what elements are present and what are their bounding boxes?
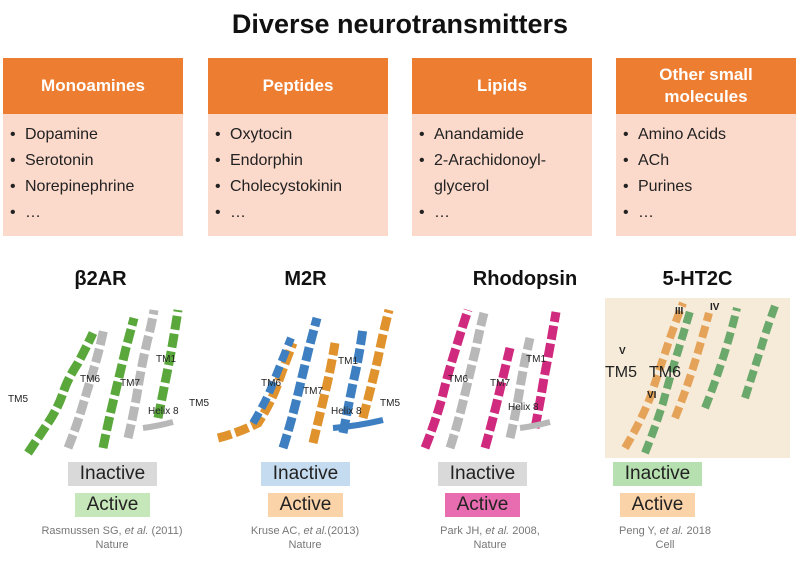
receptor-structure-image: TM5 TM6 TM7 TM1 Helix 8 [189, 298, 398, 458]
tm1-label: TM1 [526, 354, 546, 365]
legend-m2r: Inactive Active [213, 462, 398, 524]
legend-rhodopsin: Inactive Active [390, 462, 575, 524]
helix8-label: Helix 8 [148, 406, 179, 417]
structure-panel-b2ar: β2AR TM5 TM6 TM7 TM1 Helix 8 [8, 268, 193, 458]
citation-year: (2011) [148, 525, 183, 537]
helix-ribbon-illustration [420, 308, 561, 450]
active-tag: Active [74, 493, 151, 517]
list-item: … [419, 200, 592, 226]
list-item: ACh [623, 148, 796, 174]
helix-ribbon-illustration [216, 308, 394, 450]
tm5-label: TM5 [8, 394, 28, 405]
tm6-label: TM6 [649, 364, 681, 381]
receptor-structure-image: TM5 TM6 TM7 TM1 Helix 8 [8, 298, 193, 458]
category-list: Dopamine Serotonin Norepinephrine … [3, 114, 183, 226]
list-item: Anandamide [419, 122, 592, 148]
tm7-label: TM7 [303, 386, 323, 397]
helix-ribbon-illustration [621, 301, 779, 455]
tm1-label: TM1 [156, 354, 176, 365]
list-item: Oxytocin [215, 122, 388, 148]
citation-m2r: Kruse AC, et al.(2013) Nature [205, 524, 405, 552]
structure-title: β2AR [74, 268, 127, 290]
list-item: Norepinephrine [10, 174, 183, 200]
category-card-monoamines: Monoamines Dopamine Serotonin Norepineph… [3, 58, 183, 236]
inactive-tag: Inactive [437, 462, 528, 486]
category-header: Lipids [412, 58, 592, 114]
citation-b2ar: Rasmussen SG, et al. (2011) Nature [12, 524, 212, 552]
citation-journal: Cell [655, 539, 675, 551]
structure-panel-m2r: M2R TM5 TM6 TM7 TM1 Helix 8 [189, 268, 398, 458]
tm7-label: TM7 [120, 378, 140, 389]
v-label: V [619, 346, 626, 357]
list-item: … [215, 200, 388, 226]
list-item: … [623, 200, 796, 226]
helix8-label: Helix 8 [508, 402, 539, 413]
helix8-label: Helix 8 [331, 406, 362, 417]
category-list: Amino Acids ACh Purines … [616, 114, 796, 226]
tm5-label: TM5 [380, 398, 400, 409]
category-header: Peptides [208, 58, 388, 114]
citation-rhodopsin: Park JH, et al. 2008, Nature [390, 524, 590, 552]
citation-authors: Kruse AC, [250, 525, 304, 537]
list-item: Purines [623, 174, 796, 200]
structure-title: M2R [284, 268, 327, 290]
list-item: 2-Arachidonoyl-glycerol [419, 148, 574, 200]
citation-etal: et al. [303, 525, 328, 537]
active-tag: Active [444, 493, 521, 517]
receptor-structure-image: TM5 TM6 TM7 TM1 Helix 8 [380, 298, 595, 458]
tm6-label: TM6 [261, 378, 281, 389]
list-item: Dopamine [10, 122, 183, 148]
citation-year: 2018 [683, 525, 711, 537]
structure-title: Rhodopsin [472, 268, 578, 290]
citation-authors: Rasmussen SG, [41, 525, 125, 537]
vi-label: VI [647, 390, 657, 401]
tm6-label: TM6 [448, 374, 468, 385]
list-item: … [10, 200, 183, 226]
category-header: Monoamines [3, 58, 183, 114]
citation-year: (2013) [327, 525, 360, 537]
category-list: Anandamide 2-Arachidonoyl-glycerol … [412, 114, 592, 226]
tm5-label: TM5 [189, 398, 209, 409]
tm1-label: TM1 [338, 356, 358, 367]
tm5-label: TM5 [605, 364, 637, 381]
citation-etal: et al. [659, 525, 684, 537]
citation-5ht2c: Peng Y, et al. 2018 Cell [565, 524, 765, 552]
citation-journal: Nature [95, 539, 129, 551]
active-tag: Active [619, 493, 696, 517]
list-item: Serotonin [10, 148, 183, 174]
category-card-peptides: Peptides Oxytocin Endorphin Cholecystoki… [208, 58, 388, 236]
legend-b2ar: Inactive Active [20, 462, 205, 524]
structure-panel-5ht2c: 5-HT2C III IV V TM5 TM6 VI [605, 268, 790, 458]
category-list: Oxytocin Endorphin Cholecystokinin … [208, 114, 388, 226]
citation-year: 2008, [509, 525, 540, 537]
citation-journal: Nature [288, 539, 322, 551]
iii-label: III [675, 306, 684, 317]
list-item: Endorphin [215, 148, 388, 174]
structure-panel-rhodopsin: Rhodopsin TM5 TM6 TM7 TM1 Helix 8 [380, 268, 595, 458]
citation-authors: Park JH, [440, 525, 486, 537]
category-header: Other small molecules [616, 58, 796, 114]
tm7-label: TM7 [490, 378, 510, 389]
inactive-tag: Inactive [612, 462, 703, 486]
legend-5ht2c: Inactive Active [565, 462, 750, 524]
inactive-tag: Inactive [260, 462, 351, 486]
category-card-lipids: Lipids Anandamide 2-Arachidonoyl-glycero… [412, 58, 592, 236]
helix-ribbon-illustration [24, 309, 183, 456]
receptor-structure-image: III IV V TM5 TM6 VI [605, 298, 790, 458]
citation-etal: et al. [124, 525, 149, 537]
iv-label: IV [710, 302, 720, 313]
inactive-tag: Inactive [67, 462, 158, 486]
page-title: Diverse neurotransmitters [231, 9, 569, 39]
citation-journal: Nature [473, 539, 507, 551]
list-item: Cholecystokinin [215, 174, 388, 200]
active-tag: Active [267, 493, 344, 517]
citation-etal: et al. [485, 525, 510, 537]
structure-title: 5-HT2C [662, 268, 733, 290]
citation-authors: Peng Y, [619, 525, 660, 537]
category-card-other-small-molecules: Other small molecules Amino Acids ACh Pu… [616, 58, 796, 236]
list-item: Amino Acids [623, 122, 796, 148]
tm6-label: TM6 [80, 374, 100, 385]
